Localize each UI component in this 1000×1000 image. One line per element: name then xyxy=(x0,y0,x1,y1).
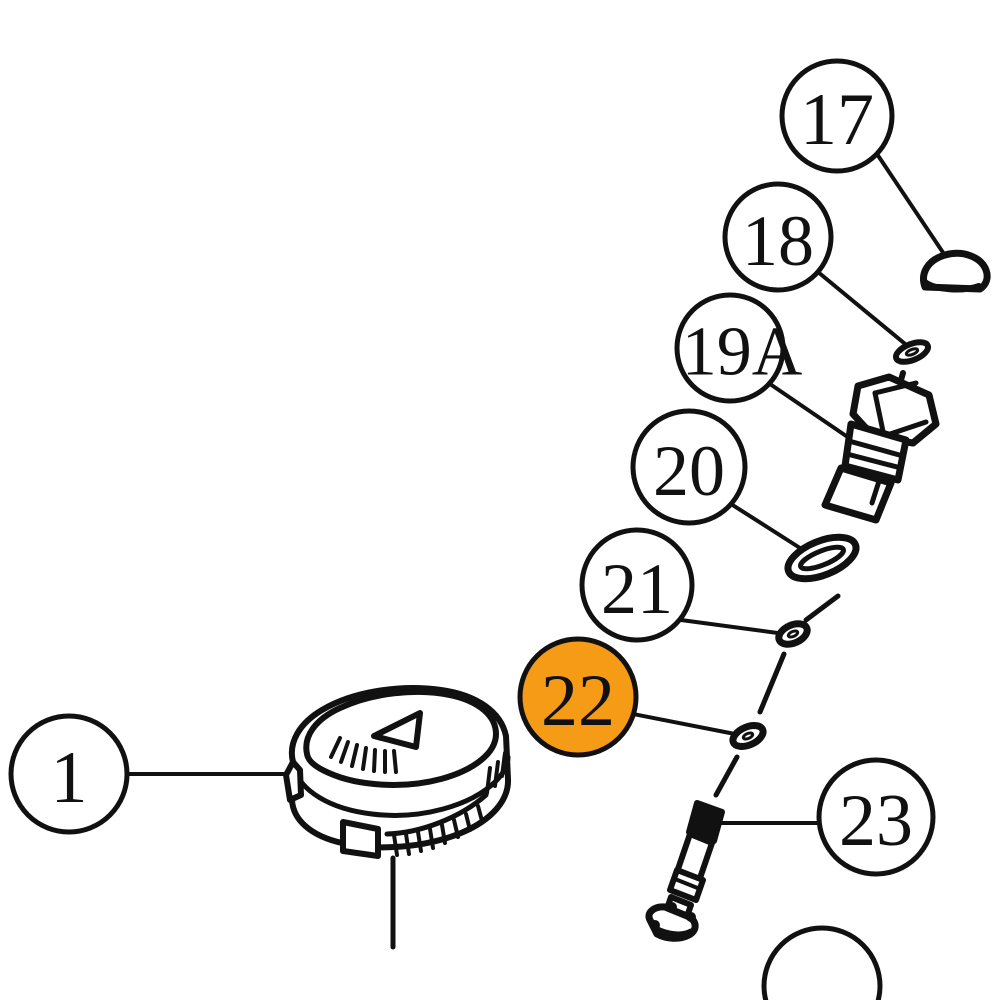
callout-22-label: 22 xyxy=(541,660,615,742)
callout-18-circle[interactable] xyxy=(722,181,834,293)
callout-partial-bottom-circle[interactable] xyxy=(761,925,883,1000)
leader-line-17 xyxy=(875,152,946,256)
callout-19a-label: 19A xyxy=(682,314,803,391)
part-valve-stem xyxy=(645,800,725,942)
part-o-ring-small-upper xyxy=(775,620,811,648)
callout-23-label: 23 xyxy=(839,780,913,862)
callout-21-label: 21 xyxy=(601,549,673,629)
callout-1[interactable]: 1 xyxy=(8,713,130,835)
callout-1-label: 1 xyxy=(51,737,88,819)
leader-line-21 xyxy=(679,618,787,636)
leader-line-20 xyxy=(729,502,802,550)
assembly-axis-lines xyxy=(713,593,841,798)
callout-17[interactable]: 17 xyxy=(779,58,895,174)
filler-cap-right-grip xyxy=(485,751,507,795)
part-filler-cap xyxy=(283,685,511,859)
callout-20-circle[interactable] xyxy=(630,408,748,526)
part-small-washer xyxy=(892,339,932,365)
callout-22[interactable]: 22 xyxy=(517,636,639,758)
part-o-ring-small-lower xyxy=(729,722,767,750)
callout-18[interactable]: 18 xyxy=(722,181,834,293)
callout-17-circle[interactable] xyxy=(779,58,895,174)
callout-bubbles-group: 17 18 19A 20 21 xyxy=(8,58,936,1000)
callout-21-circle[interactable] xyxy=(579,527,695,643)
callout-1-circle[interactable] xyxy=(8,713,130,835)
leader-lines-group xyxy=(125,152,946,950)
callout-17-label: 17 xyxy=(800,79,874,161)
callout-19a-circle[interactable] xyxy=(674,292,786,404)
filler-cap-knurl-ticks xyxy=(329,736,398,774)
leader-line-19a xyxy=(768,382,854,442)
part-valve-body xyxy=(821,370,940,524)
filler-cap-grip-hatching xyxy=(392,804,484,857)
callout-20-label: 20 xyxy=(653,431,725,511)
leader-line-22 xyxy=(626,711,742,737)
callout-19a[interactable]: 19A xyxy=(674,292,803,404)
callout-22-circle[interactable] xyxy=(517,636,639,758)
callout-20[interactable]: 20 xyxy=(630,408,748,526)
callout-23[interactable]: 23 xyxy=(816,757,936,877)
leader-line-18 xyxy=(816,270,912,350)
callout-18-label: 18 xyxy=(742,201,814,281)
callout-23-circle[interactable] xyxy=(816,757,936,877)
part-dome-cap xyxy=(920,249,991,293)
callout-21[interactable]: 21 xyxy=(579,527,695,643)
part-o-ring-large xyxy=(784,533,860,583)
